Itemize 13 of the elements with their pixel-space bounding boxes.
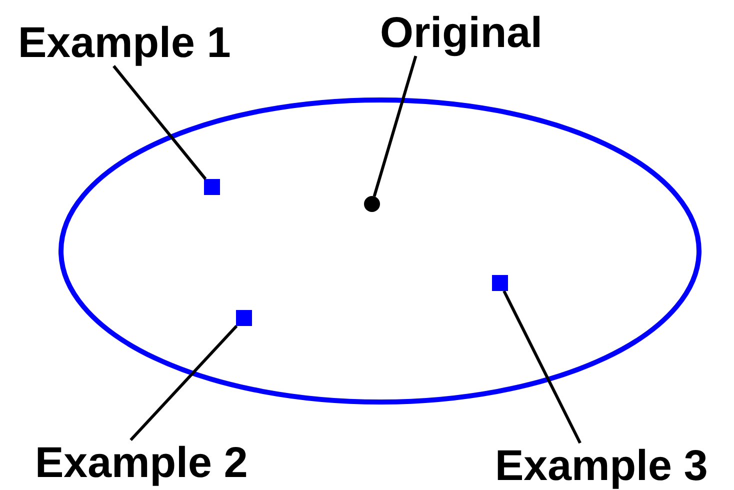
leader-line [130,324,238,442]
square-marker [492,275,508,291]
point-label: Example 2 [35,440,248,486]
leader-line [502,290,582,444]
leader-line [112,65,207,180]
point-label: Example 3 [495,443,708,489]
point-label: Original [380,10,542,56]
point-label: Example 1 [18,20,231,66]
square-marker [204,179,220,195]
square-marker [236,310,252,326]
ellipse-outline [58,97,702,405]
dot-marker [364,196,380,212]
leader-line [372,56,418,197]
